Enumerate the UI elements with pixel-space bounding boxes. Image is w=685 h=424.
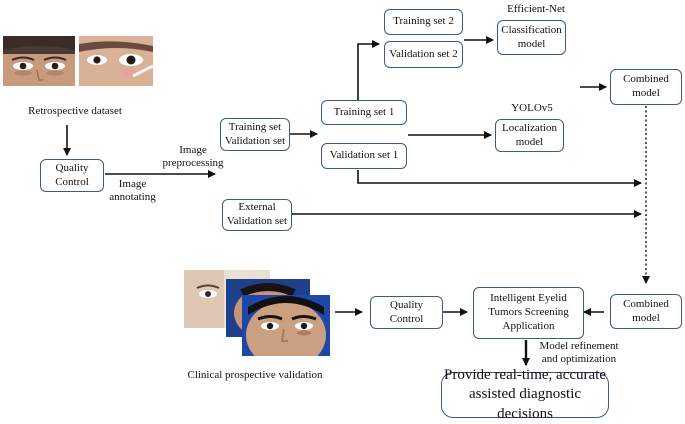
retrospective-caption: Retrospective dataset [28,105,122,117]
validation-set-1-box: Validation set 1 [321,143,407,169]
training-set-2-box: Training set 2 [384,9,463,35]
image-annotating-label: Image annotating [109,178,156,204]
intelligent-app-box: Intelligent Eyelid Tumors Screening Appl… [473,287,584,339]
diagnostic-decision-box: Provide real-time, accurate assisted dia… [441,367,609,422]
efficient-net-label: Efficient-Net [507,3,565,15]
image-preprocessing-label: Image preprocessing [162,144,224,170]
combined-model-top-box: Combined model [610,69,682,105]
combined-model-bottom-box: Combined model [610,294,682,329]
validation-set-2-box: Validation set 2 [384,41,463,68]
localization-model-box: Localization model [495,119,564,152]
yolov5-label: YOLOv5 [511,102,553,114]
arrow-vs1-to-dotted [357,170,642,187]
quality-control-box-1: Quality Control [40,159,104,192]
prospective-photo-3 [242,295,330,356]
training-validation-set-box: Training set Validation set [220,118,290,151]
prospective-caption: Clinical prospective validation [187,369,323,381]
external-validation-set-box: External Validation set [222,199,292,231]
classification-model-box: Classification model [497,20,566,55]
model-refinement-label: Model refinement and optimization [539,340,619,366]
quality-control-box-2: Quality Control [370,296,443,329]
retrospective-photo-1 [3,36,75,86]
training-set-1-box: Training set 1 [321,100,407,125]
retrospective-photo-2 [79,36,153,86]
arrow-ts1-to-ts2 [357,40,380,100]
